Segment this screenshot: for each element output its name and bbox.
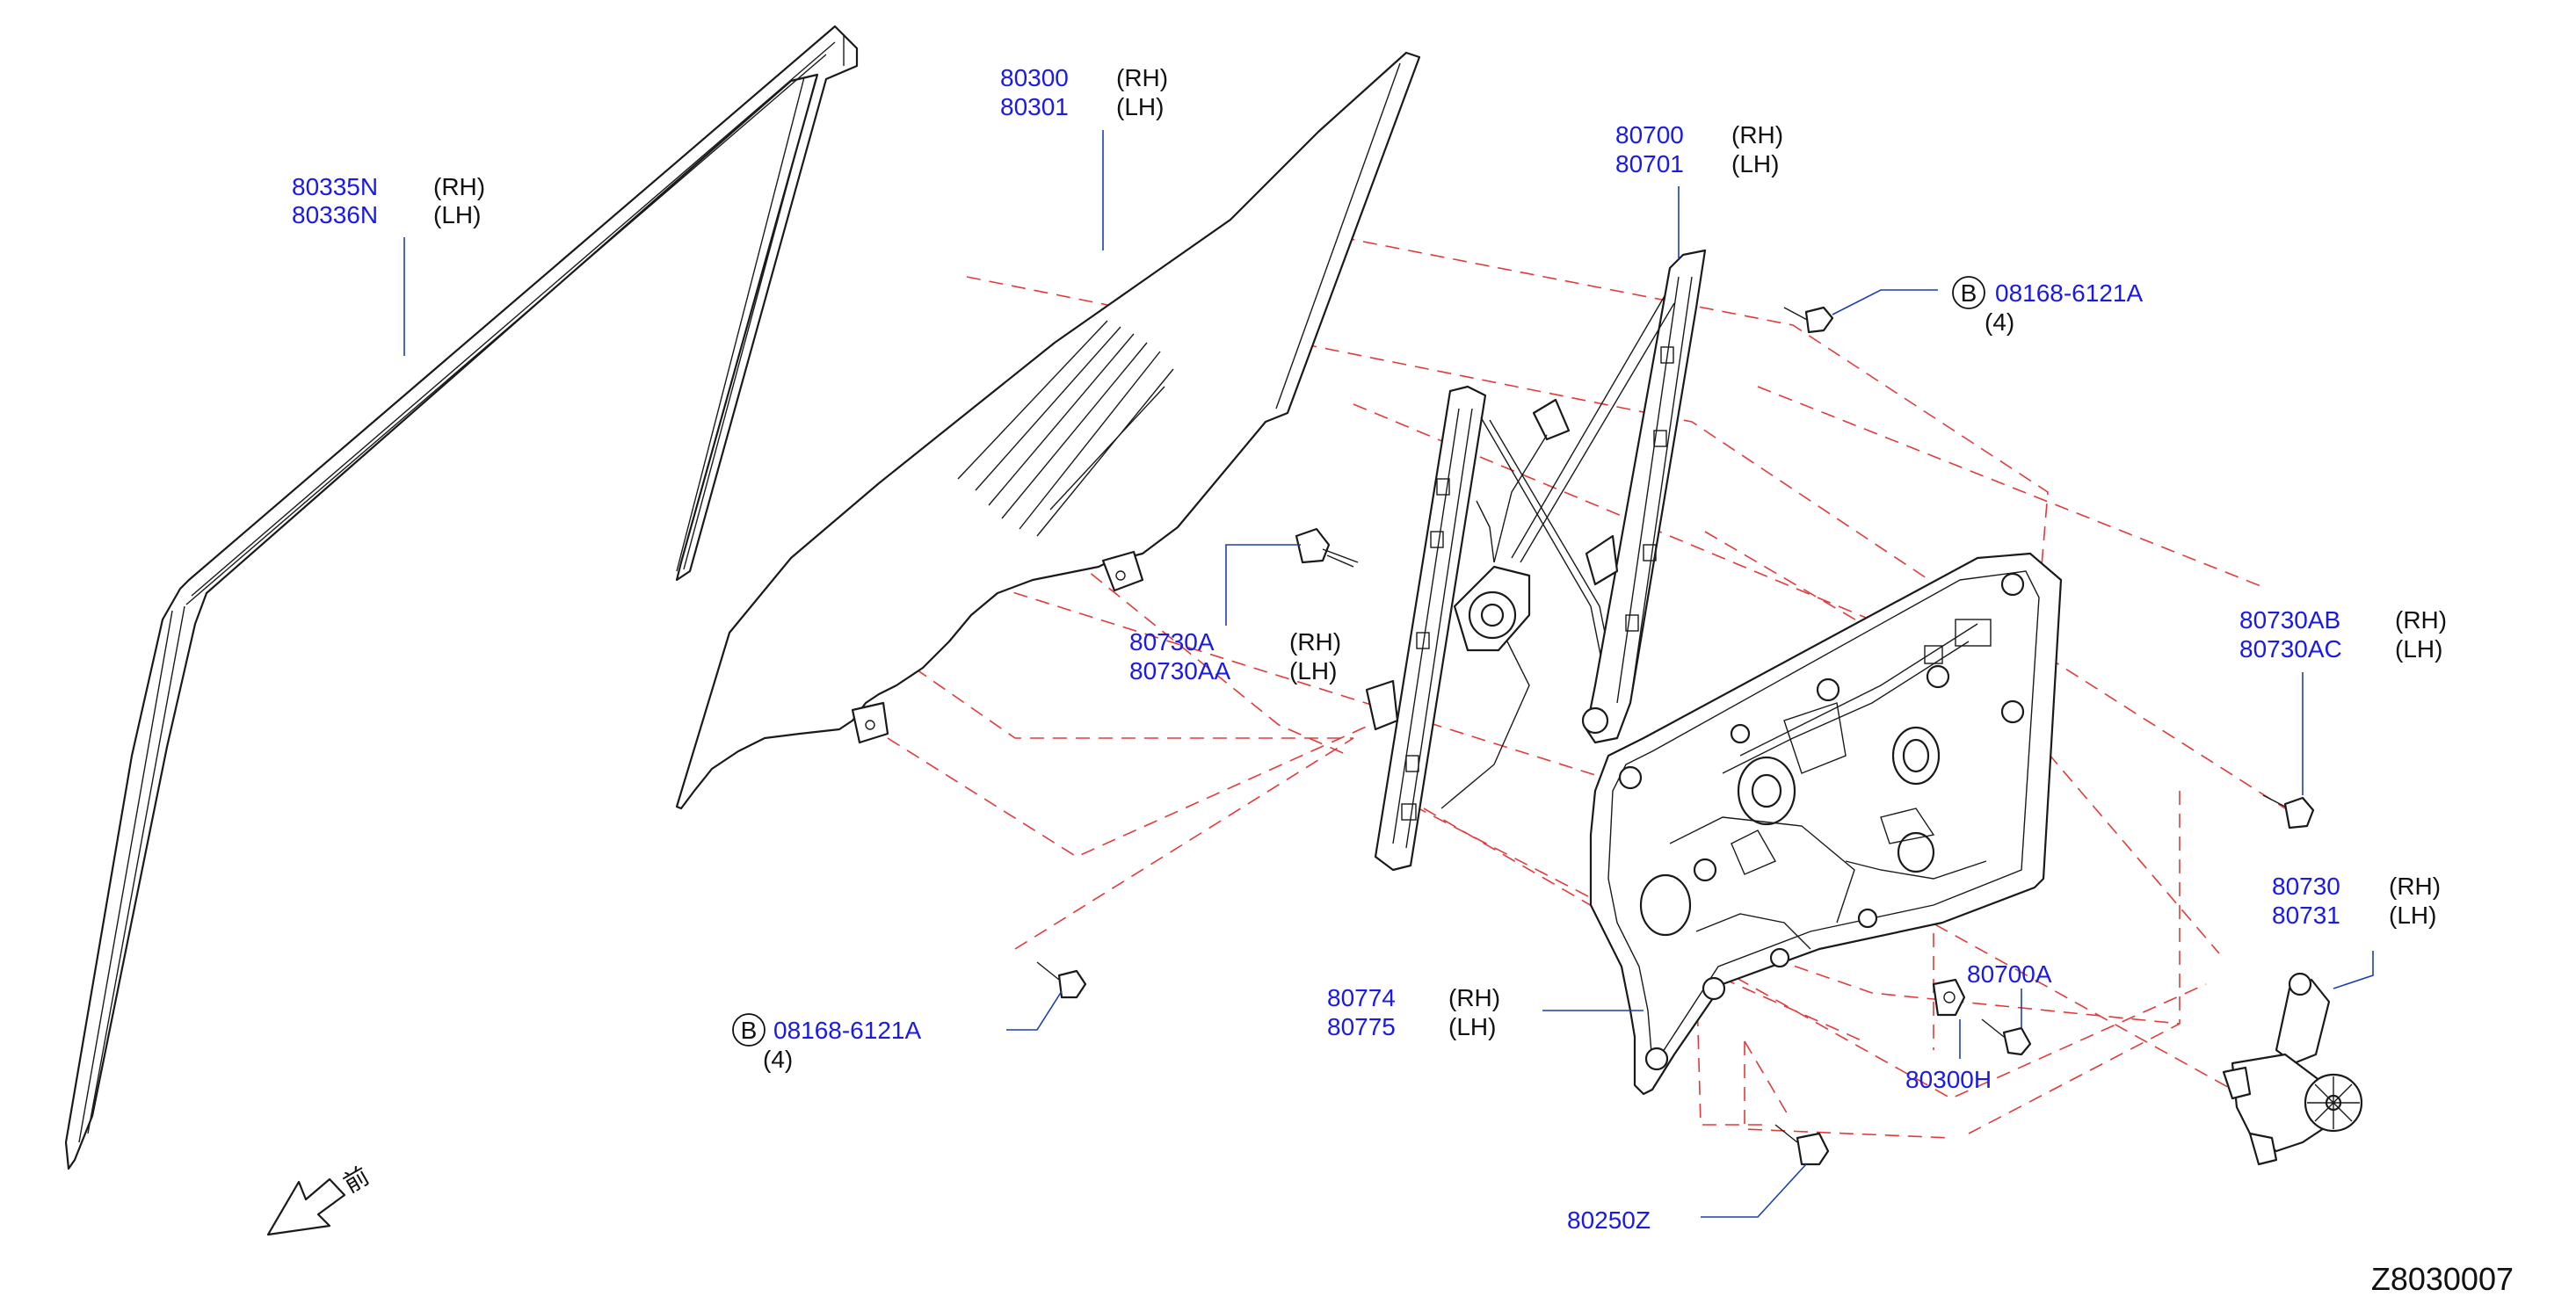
front-marker-text: 前 <box>339 1162 374 1198</box>
side-label: (RH) <box>1448 984 1500 1011</box>
part-number[interactable]: 80774 <box>1327 984 1396 1011</box>
quantity: (4) <box>1985 308 2014 336</box>
side-label: (RH) <box>1731 121 1783 149</box>
clip-80300h <box>1932 978 1966 1017</box>
part-number[interactable]: 80300 <box>1000 64 1069 91</box>
side-label: (LH) <box>1731 150 1779 177</box>
door-module-panel <box>1589 552 2063 1096</box>
callout-motor: 80730 (RH) 80731 (LH) <box>2272 873 2441 929</box>
callout-screw-z: 80250Z <box>1567 1206 1651 1234</box>
side-label: (LH) <box>2389 902 2436 929</box>
callout-bolt-top: B 08168-6121A (4) <box>1952 276 2143 336</box>
callout-regulator-rear: 80700 (RH) 80701 (LH) <box>1615 121 1783 177</box>
bolt-top <box>1783 306 1834 334</box>
side-label: (RH) <box>1289 628 1341 656</box>
clip-80700a <box>1981 1018 2032 1056</box>
side-label: (RH) <box>2389 873 2441 900</box>
side-label: (LH) <box>2395 635 2442 663</box>
callout-door-glass: 80300 (RH) 80301 (LH) <box>1000 64 1168 120</box>
side-label: (RH) <box>1116 64 1168 91</box>
part-number[interactable]: 80730AB <box>2239 606 2340 634</box>
part-number[interactable]: 80701 <box>1615 150 1684 177</box>
callout-clip-h: 80300H <box>1905 1066 1992 1093</box>
part-number[interactable]: 08168-6121A <box>1995 279 2143 307</box>
diagram-reference-code: Z8030007 <box>2371 1261 2514 1297</box>
panel-holes <box>1618 572 2025 1071</box>
badge-b: B <box>1952 276 1985 309</box>
side-label: (LH) <box>1116 93 1164 120</box>
svg-text:B: B <box>741 1017 758 1044</box>
sash-molding <box>64 25 859 1170</box>
part-number[interactable]: 80700A <box>1967 960 2052 988</box>
part-number[interactable]: 80300H <box>1905 1066 1992 1093</box>
badge-b: B <box>732 1013 766 1047</box>
side-label: (RH) <box>2395 606 2447 634</box>
part-number[interactable]: 80731 <box>2272 902 2340 929</box>
bolt-regulator-left <box>1295 527 1359 568</box>
callout-sash-molding: 80335N (RH) 80336N (LH) <box>292 173 485 228</box>
part-number[interactable]: 80335N <box>292 173 378 200</box>
part-number[interactable]: 80730AA <box>1129 657 1231 685</box>
part-number[interactable]: 80700 <box>1615 121 1684 149</box>
front-direction-arrow: 前 <box>266 1162 374 1236</box>
part-number[interactable]: 80730AC <box>2239 635 2342 663</box>
screw-80250z <box>1774 1124 1830 1166</box>
callout-regulator-bolt-right: 80730AB (RH) 80730AC (LH) <box>2239 606 2447 663</box>
side-label: (LH) <box>1448 1013 1496 1040</box>
leader-lines <box>403 130 2374 1218</box>
part-number[interactable]: 80301 <box>1000 93 1069 120</box>
callout-module-panel: 80774 (RH) 80775 (LH) <box>1327 984 1500 1040</box>
part-number[interactable]: 80775 <box>1327 1013 1396 1040</box>
svg-text:B: B <box>1961 279 1977 307</box>
regulator-rear-rail <box>1493 249 1707 744</box>
side-label: (LH) <box>1289 657 1337 685</box>
part-number[interactable]: 08168-6121A <box>773 1017 921 1044</box>
part-number[interactable]: 80730A <box>1129 628 1215 656</box>
regulator-front-rail <box>1365 385 1618 872</box>
side-label: (LH) <box>433 201 481 228</box>
part-number[interactable]: 80730 <box>2272 873 2340 900</box>
part-number[interactable]: 80336N <box>292 201 378 228</box>
glass-shading <box>957 320 1174 537</box>
part-number[interactable]: 80250Z <box>1567 1206 1651 1234</box>
door-glass <box>675 51 1421 810</box>
regulator-motor <box>2222 972 2363 1166</box>
quantity: (4) <box>763 1046 793 1073</box>
regulator-carrier <box>1453 500 1531 652</box>
bolt-bottom <box>1036 961 1087 999</box>
callout-clip-a: 80700A <box>1967 960 2052 988</box>
callout-bolt-bottom: B 08168-6121A (4) <box>732 1013 921 1073</box>
bolt-regulator-right <box>2262 794 2315 829</box>
callout-regulator-bolt-left: 80730A (RH) 80730AA (LH) <box>1129 628 1341 685</box>
side-label: (RH) <box>433 173 485 200</box>
